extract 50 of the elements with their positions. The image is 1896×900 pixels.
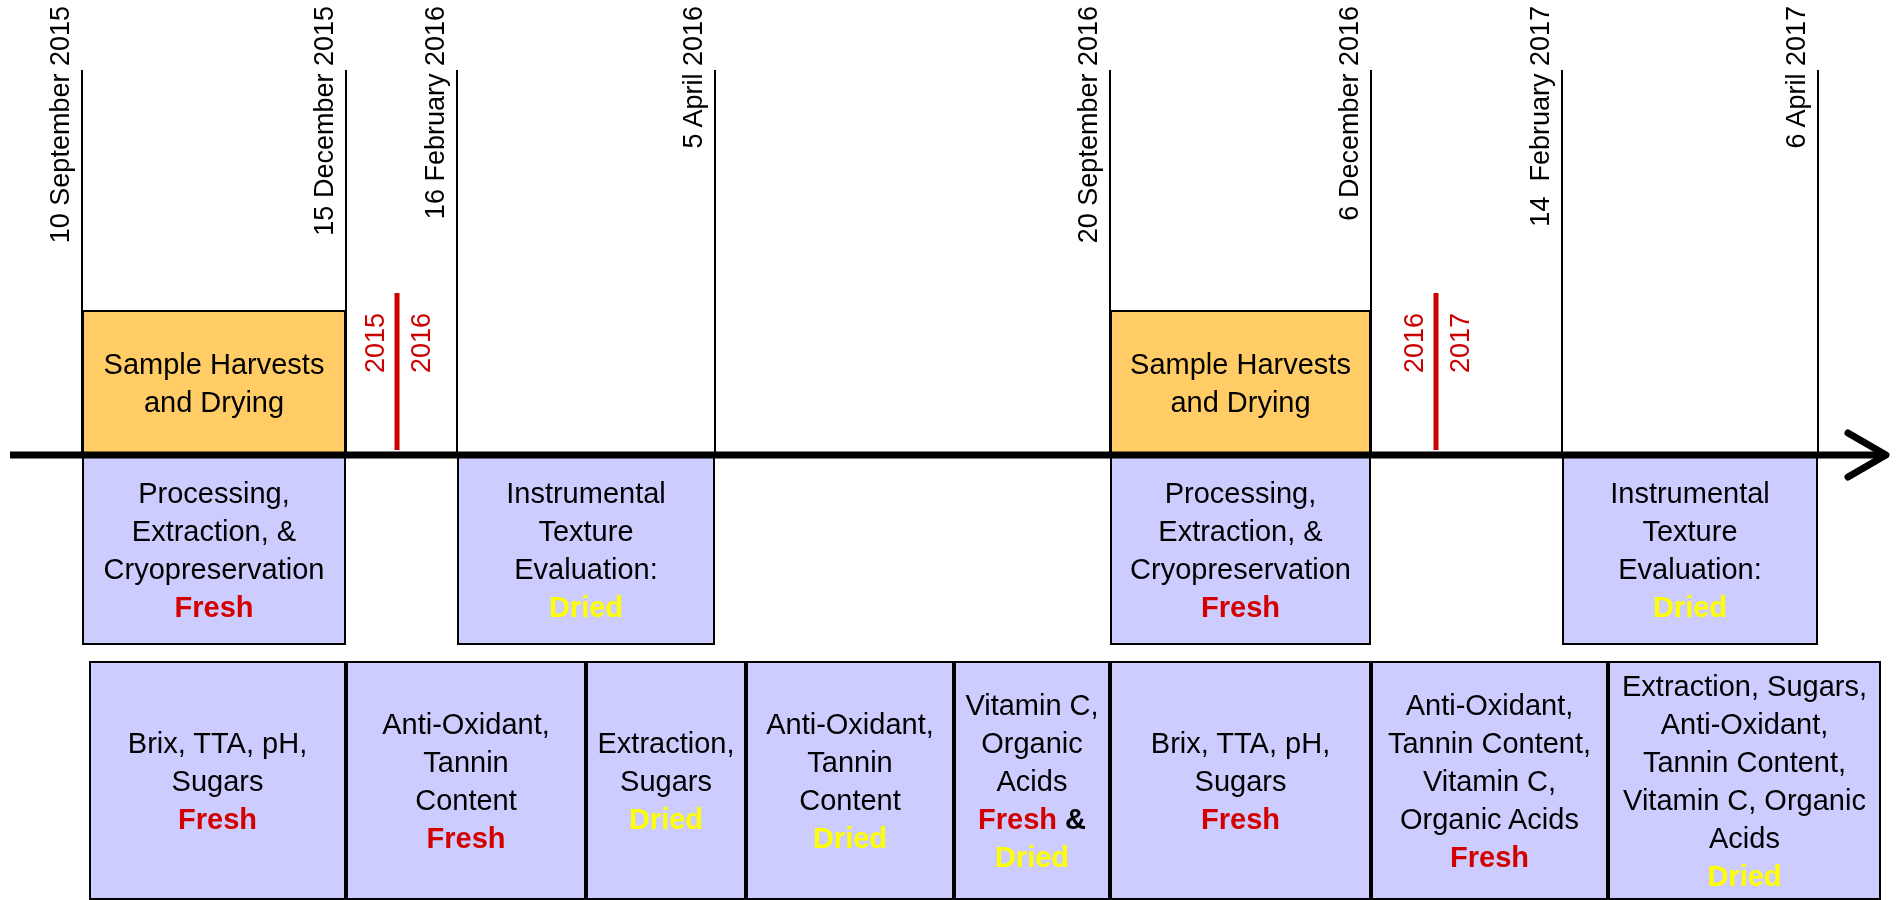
sample-state-text: & xyxy=(1065,802,1086,835)
date-label: 15 December 2015 xyxy=(310,6,338,236)
activity-box xyxy=(1110,310,1371,455)
activity-box xyxy=(954,661,1110,900)
date-label: 16 February 2016 xyxy=(421,6,449,220)
task-text: Instrumental Texture Evaluation: xyxy=(505,476,667,587)
sample-state-text: Fresh xyxy=(978,802,1057,835)
task-text: Instrumental Texture Evaluation: xyxy=(1609,476,1771,587)
sample-state-text: Dried xyxy=(1652,591,1728,623)
task-text: Sample Harvests and Drying xyxy=(102,346,326,420)
sample-state-text: Dried xyxy=(628,802,704,835)
activity-box xyxy=(82,310,346,455)
sample-state-text: Dried xyxy=(1707,859,1782,892)
date-label: 6 April 2017 xyxy=(1782,6,1810,149)
sample-state-text: Fresh xyxy=(178,802,257,835)
year-label: 2017 xyxy=(1446,313,1474,374)
sample-state-text: Fresh xyxy=(1450,840,1529,873)
date-label: 5 April 2016 xyxy=(679,6,707,149)
task-text: Extraction, Sugars, Anti-Oxidant, Tannin Content, Vitamin C, Organic Acids xyxy=(1621,668,1868,856)
task-text: Extraction, Sugars xyxy=(596,725,736,799)
task-text: Brix, TTA, pH, Sugars xyxy=(1149,725,1332,799)
task-text: Brix, TTA, pH, Sugars xyxy=(126,725,309,799)
activity-box xyxy=(1371,661,1608,900)
activity-box xyxy=(1608,661,1881,900)
task-text: Processing, Extraction, & Cryopreservation xyxy=(1129,476,1352,587)
date-label: 6 December 2016 xyxy=(1335,6,1363,221)
sample-state-text: Dried xyxy=(994,840,1070,873)
task-text: Anti-Oxidant, Tannin Content xyxy=(765,706,935,818)
activity-box xyxy=(746,661,954,900)
sample-state-text: Fresh xyxy=(174,591,254,623)
activity-box xyxy=(89,661,346,900)
date-label: 14 February 2017 xyxy=(1526,6,1554,227)
activity-box xyxy=(586,661,746,900)
task-text: Anti-Oxidant, Tannin Content xyxy=(381,706,551,818)
year-label: 2016 xyxy=(1400,313,1428,374)
activity-box xyxy=(1110,661,1371,900)
year-label: 2015 xyxy=(361,313,389,374)
task-text: Anti-Oxidant, Tannin Content, Vitamin C, Organic Acids xyxy=(1386,687,1593,837)
sample-state-text: Fresh xyxy=(1201,591,1280,623)
sample-state-text: Fresh xyxy=(426,821,506,854)
date-label: 10 September 2015 xyxy=(46,6,74,244)
task-text: Processing, Extraction, & Cryopreservation xyxy=(102,476,326,587)
date-label: 20 September 2016 xyxy=(1074,6,1102,244)
sample-state-text: Fresh xyxy=(1201,802,1280,835)
year-label: 2016 xyxy=(407,313,435,374)
sample-state-text: Dried xyxy=(548,591,624,623)
activity-box xyxy=(346,661,586,900)
task-text: Vitamin C, Organic Acids xyxy=(964,687,1100,799)
sample-state-text: Dried xyxy=(812,821,888,854)
task-text: Sample Harvests and Drying xyxy=(1129,346,1352,420)
